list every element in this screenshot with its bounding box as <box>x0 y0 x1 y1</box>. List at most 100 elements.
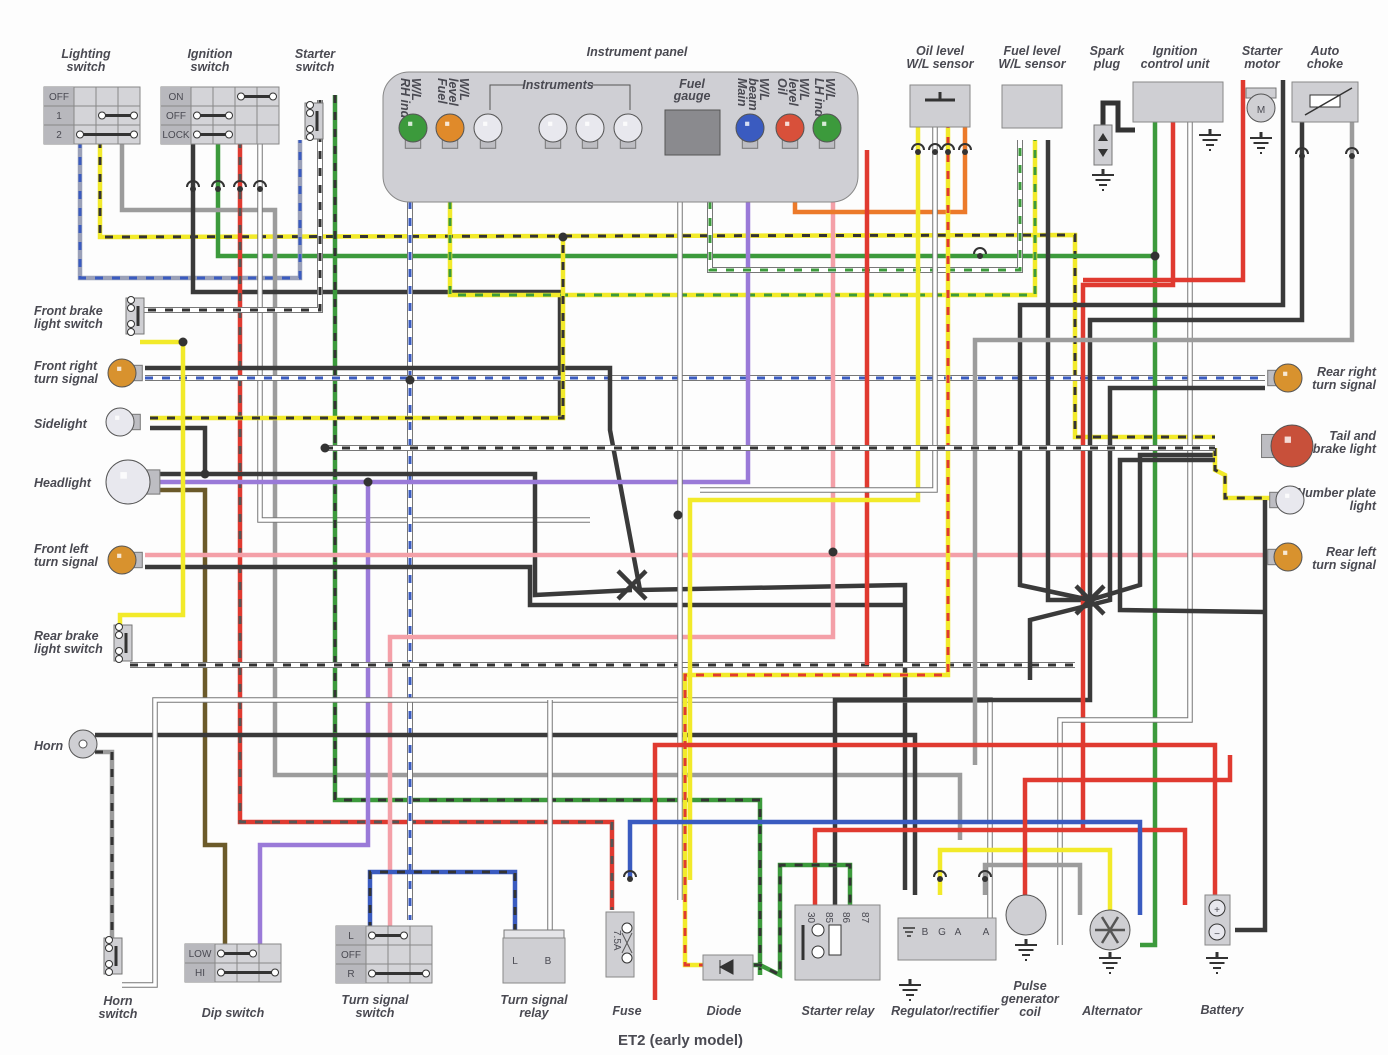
wire-white-ignition-core <box>258 140 590 522</box>
relay-terminal-label: 85 <box>823 912 834 924</box>
dip-switch-label-line: Dip switch <box>202 1006 265 1020</box>
switch-label-column <box>44 87 74 144</box>
ignition-connector-icon <box>186 180 200 188</box>
ignition-control-unit-label-line: Ignition <box>1152 44 1197 58</box>
alternator-windings <box>1095 916 1125 944</box>
regulator-terminal-label: G <box>938 927 946 938</box>
bulb-highlight <box>117 366 122 371</box>
relay-terminal-label: 87 <box>859 912 870 924</box>
regulator-connector-icon <box>978 870 992 878</box>
relay-terminal <box>811 945 825 959</box>
wire-black-side <box>150 425 208 474</box>
ignition-connector-icon-pin <box>237 186 243 192</box>
wire-white-horn-core <box>122 698 992 987</box>
instrument-lamp-6 <box>613 113 643 149</box>
ignition-connector-icon-pin <box>257 186 263 192</box>
starter-switch <box>304 101 324 141</box>
wire-numberplate-tracer <box>1213 448 1270 500</box>
switch-position-label: LOCK <box>162 130 190 141</box>
switch-position-label: OFF <box>341 950 361 961</box>
horn-switch-label-line: Horn <box>103 994 133 1008</box>
spark-plug-lead <box>1100 100 1135 133</box>
switch-contact <box>271 968 279 977</box>
instrument-lamp-label: Oil <box>775 78 789 95</box>
bulb-glass <box>398 113 428 143</box>
switch-position-label: 2 <box>56 130 62 141</box>
instrument-lamp-3 <box>473 113 503 149</box>
front-left-turn-signal-label-line: turn signal <box>34 555 98 569</box>
number-plate-light-label-line: Number plate <box>1296 486 1376 500</box>
turn-signal-switch-label-line: Turn signal <box>341 993 409 1007</box>
front-brake-switch-label-line: light switch <box>34 317 103 331</box>
switch-position-label: LOW <box>189 949 212 960</box>
bulb-glass <box>575 113 605 143</box>
relay-terminal-label: B <box>545 956 552 967</box>
wire-grey-horn-tracer <box>95 750 114 940</box>
regulator-terminal-label: B <box>922 927 929 938</box>
fuse-body <box>605 911 635 978</box>
battery-negative <box>1208 923 1226 941</box>
motor-body <box>1246 93 1276 123</box>
ignition-connector-icon <box>233 180 247 188</box>
junction-dot <box>558 232 568 242</box>
wire-black-tail <box>1117 457 1266 615</box>
bulb-glass <box>473 113 503 143</box>
ignition-control-unit <box>1132 81 1224 123</box>
wire-grey-choke <box>972 120 1355 765</box>
oil-sensor-connector-icon-pin <box>915 149 921 155</box>
rear-right-turn-signal-label-line: turn signal <box>1312 378 1376 392</box>
diode-label-line: Diode <box>707 1004 742 1018</box>
wire-crossover <box>616 569 648 601</box>
lighting-switch-label-line: switch <box>67 60 106 74</box>
alternator-label-line: Alternator <box>1081 1004 1143 1018</box>
choke-connector-icon-pin <box>1349 153 1355 159</box>
bulb-glass <box>812 113 842 143</box>
front-right-turn-signal <box>107 358 143 388</box>
wire-yellow-black-side-tracer <box>150 237 565 420</box>
pulse-generator-coil <box>1005 894 1047 936</box>
bulb-highlight <box>822 121 827 126</box>
horn-center <box>78 739 88 749</box>
sensor-body <box>909 84 971 128</box>
wire-purple-mainbeam <box>160 150 751 485</box>
green-connector-icon-pin <box>977 253 983 259</box>
horn-switch-label-line: switch <box>99 1007 138 1021</box>
auto-choke-label-line: Auto <box>1310 44 1340 58</box>
diode-symbol <box>718 959 734 975</box>
switch-label-column <box>336 926 366 983</box>
regulator-connector-icon <box>933 870 947 878</box>
wire-blue-alternator <box>627 819 1143 915</box>
rear-brake-switch-label-line: Rear brake <box>34 629 99 643</box>
wire-white-oil-core <box>700 120 937 492</box>
icu-ground <box>1199 129 1221 151</box>
oil-sensor-connector-icon <box>958 143 972 151</box>
rear-right-turn-signal-label-line: Rear right <box>1317 365 1377 379</box>
switch-contact <box>225 111 233 120</box>
rear-left-turn-signal-label-line: Rear left <box>1326 545 1377 559</box>
battery-positive <box>1208 899 1226 917</box>
regulator-rectifier-label-line: Regulator/rectifier <box>891 1004 1000 1018</box>
bulb-highlight <box>1284 436 1291 443</box>
regulator-terminal-label: A <box>983 927 990 938</box>
starter-motor-label-line: motor <box>1244 57 1281 71</box>
switch-terminal <box>105 968 113 976</box>
switch-body <box>103 937 123 975</box>
switch-position-label: 1 <box>56 111 62 122</box>
headlight-label-line: Headlight <box>34 476 92 490</box>
instrument-lamp-label: RH ind <box>398 78 412 119</box>
rear-left-turn-signal-label-line: turn signal <box>1312 558 1376 572</box>
bulb-highlight <box>585 121 590 126</box>
ignition-switch-label-line: switch <box>191 60 230 74</box>
ignition-switch-label-line: Ignition <box>187 47 232 61</box>
